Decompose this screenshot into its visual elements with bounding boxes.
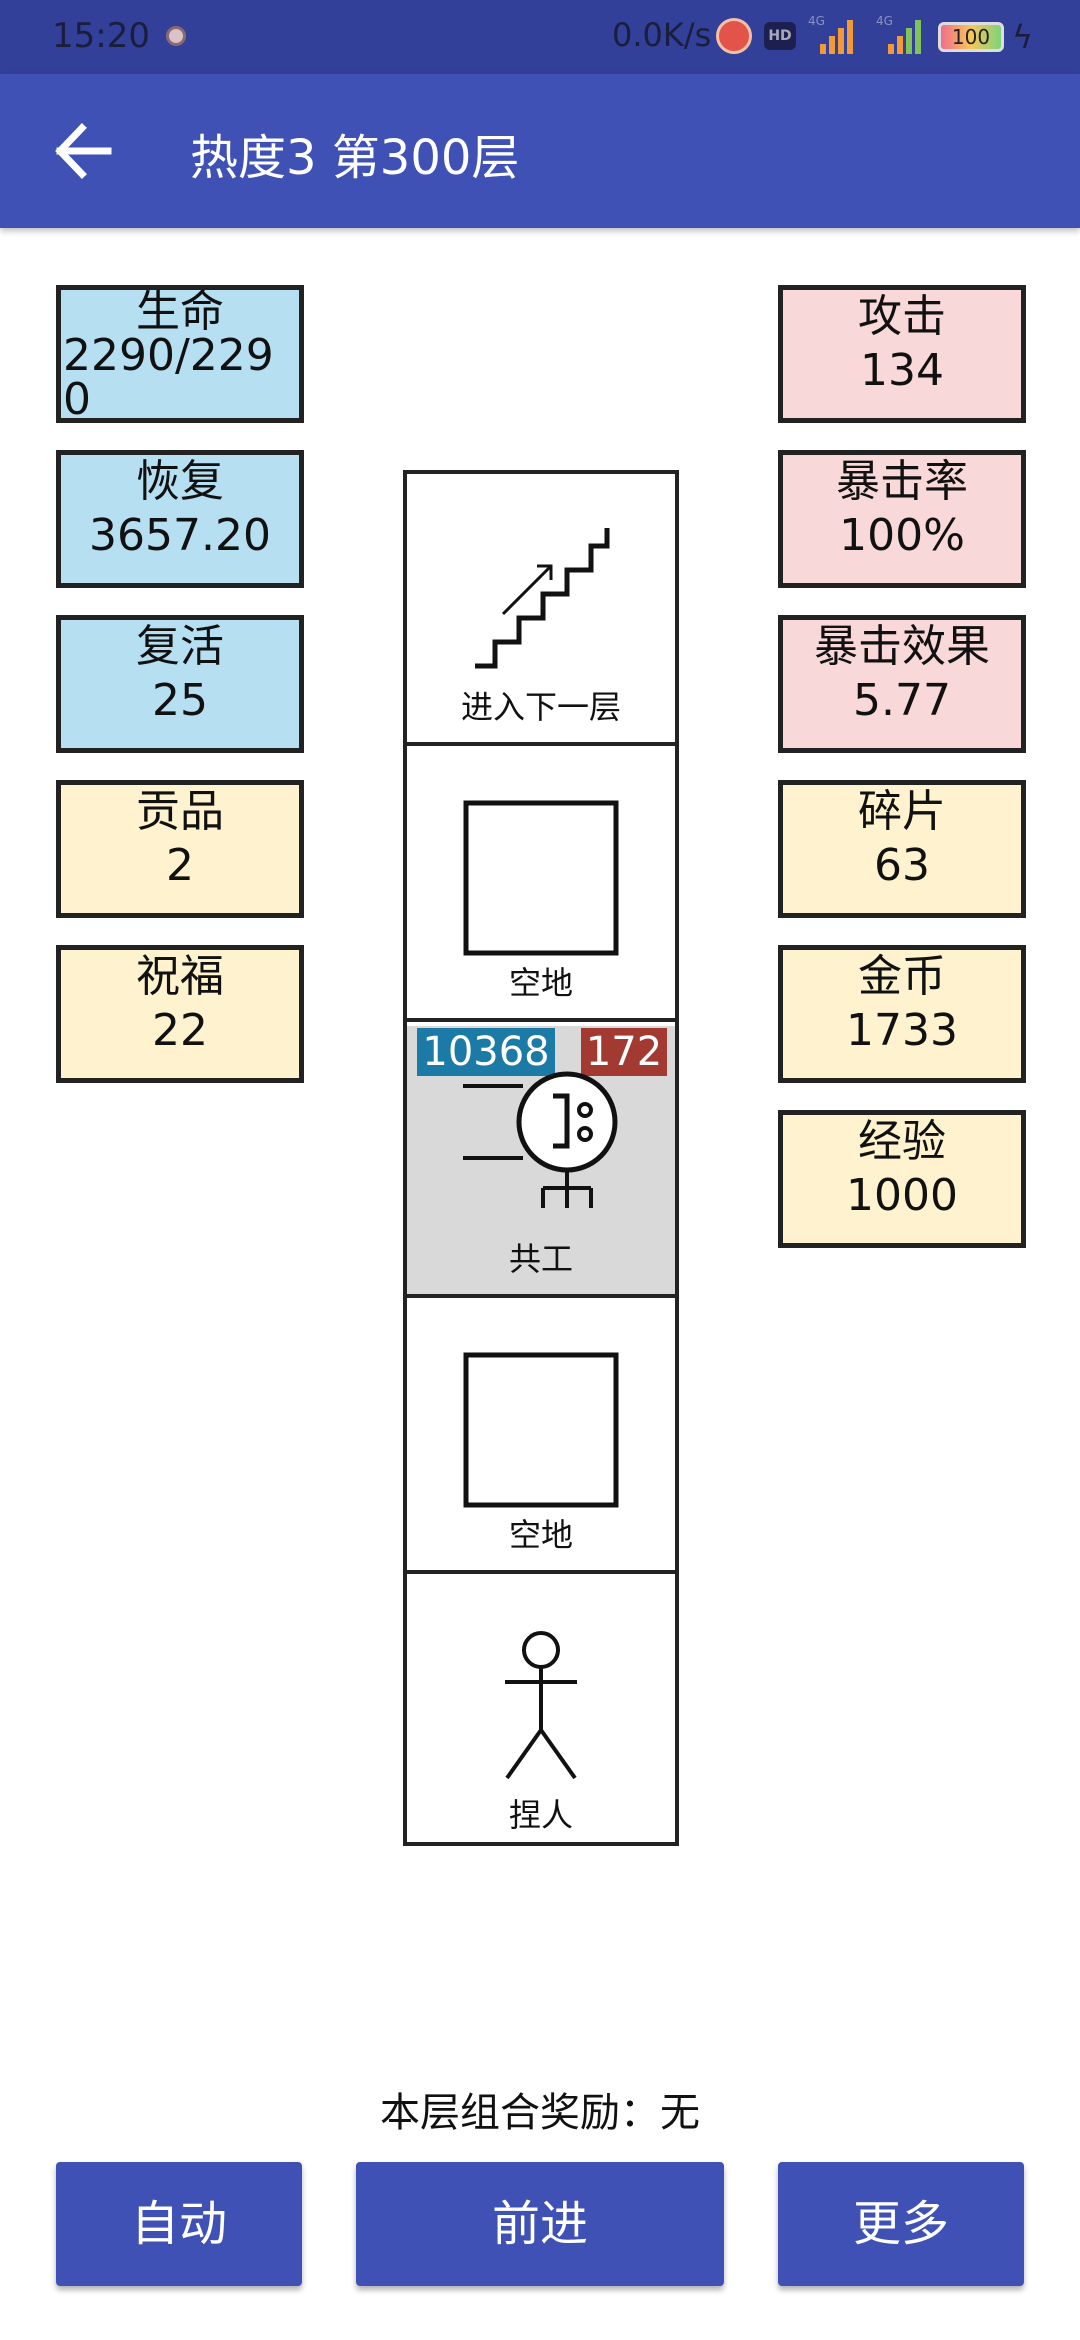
forward-button[interactable]: 前进 [356,2162,724,2286]
stairs-icon [475,528,610,669]
auto-button[interactable]: 自动 [56,2162,302,2286]
stat-crit-rate-value: 100% [839,510,965,561]
stat-regen: 恢复 3657.20 [56,450,304,588]
stat-blessing-value: 22 [152,1005,208,1056]
app-bar: 热度3 第300层 [0,74,1080,228]
stat-crit-effect: 暴击效果 5.77 [778,615,1026,753]
network-speed: 0.0K/s [612,16,712,54]
hd-icon: HD [764,22,796,50]
stat-crit-effect-label: 暴击效果 [814,621,990,672]
back-arrow-icon[interactable] [52,120,114,182]
page-title: 热度3 第300层 [190,130,520,186]
tower-cell-stairs[interactable]: 进入下一层 [407,474,675,746]
stat-regen-label: 恢复 [136,456,224,507]
empty-square-icon [463,800,619,956]
stat-attack: 攻击 134 [778,285,1026,423]
tower-cell-monster[interactable]: 10368 172 共工 [407,1026,675,1298]
alarm-icon [716,18,752,54]
monster-attack-badge: 172 [581,1028,667,1076]
charging-icon: ϟ [1012,18,1034,56]
tower-cell-caption: 进入下一层 [460,688,621,726]
stat-crit-effect-value: 5.77 [853,675,951,726]
status-bar: 15:20 0.0K/s HD 4G 4G 100 ϟ [0,0,1080,74]
floor-bonus-text: 本层组合奖励：无 [380,2090,700,2136]
stat-fragments-label: 碎片 [858,786,946,837]
stat-hp: 生命 2290/2290 [56,285,304,423]
stat-regen-value: 3657.20 [89,510,271,561]
stat-hp-value: 2290/2290 [63,330,274,423]
stat-exp: 经验 1000 [778,1110,1026,1248]
status-time: 15:20 [52,16,150,56]
stat-attack-label: 攻击 [858,291,946,342]
stat-revive: 复活 25 [56,615,304,753]
stat-revive-value: 25 [152,675,208,726]
stat-revive-label: 复活 [136,621,224,672]
stat-exp-label: 经验 [858,1116,946,1167]
stat-gold: 金币 1733 [778,945,1026,1083]
stat-gold-value: 1733 [846,1005,958,1056]
battery-icon: 100 [938,22,1004,52]
tower-cell-character[interactable]: 捏人 [407,1578,675,1850]
stat-attack-value: 134 [860,345,944,396]
stat-blessing-label: 祝福 [136,951,224,1002]
stat-tribute-label: 贡品 [136,786,224,837]
stat-crit-rate: 暴击率 100% [778,450,1026,588]
tower-cell-caption: 共工 [508,1240,573,1278]
notification-icon [166,26,186,46]
monster-icon [463,1071,618,1208]
tower-cell-empty[interactable]: 空地 [407,750,675,1022]
tower-cell-caption: 捏人 [508,1796,573,1834]
tower-cell-caption: 空地 [508,964,573,1002]
stat-crit-rate-label: 暴击率 [836,456,968,507]
stat-gold-label: 金币 [858,951,946,1002]
stat-tribute-value: 2 [166,840,194,891]
tower-cell-empty[interactable]: 空地 [407,1302,675,1574]
signal-icon: 4G [808,14,856,54]
stat-fragments-value: 63 [874,840,930,891]
stat-tribute: 贡品 2 [56,780,304,918]
stat-blessing: 祝福 22 [56,945,304,1083]
empty-square-icon [463,1352,619,1508]
stick-figure-icon [505,1631,577,1780]
tower-cell-caption: 空地 [508,1516,573,1554]
more-button[interactable]: 更多 [778,2162,1024,2286]
stat-hp-label: 生命 [136,286,224,337]
stat-exp-value: 1000 [846,1170,958,1221]
signal-icon-2: 4G [876,14,924,54]
stat-fragments: 碎片 63 [778,780,1026,918]
tower-column: 进入下一层 空地 10368 172 共工 空地 捏人 [403,470,679,1846]
monster-hp-badge: 10368 [417,1028,555,1076]
